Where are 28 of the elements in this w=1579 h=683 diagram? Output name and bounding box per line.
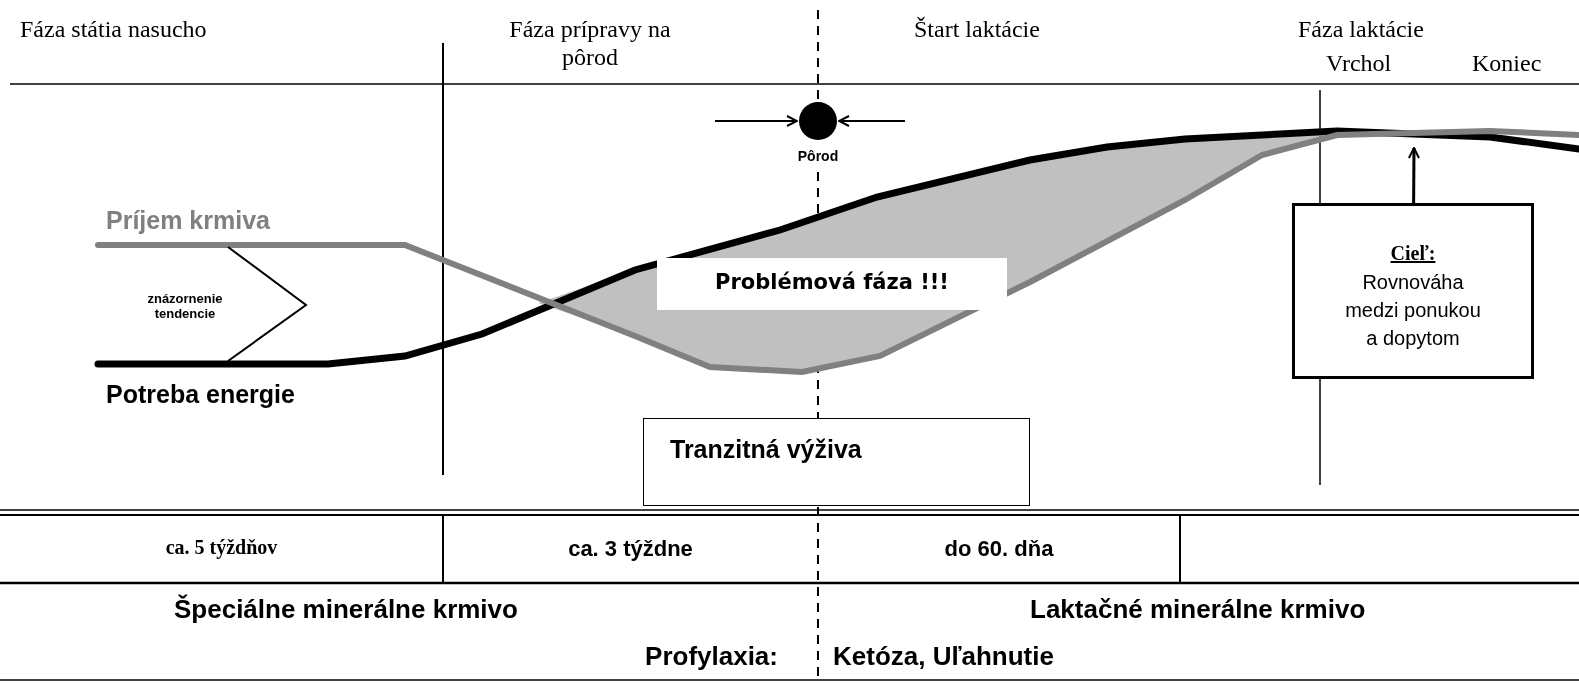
label: Koniec — [1472, 50, 1542, 78]
label: znázornenie tendencie — [146, 292, 224, 322]
goal-heading: Cieľ: — [1389, 242, 1437, 265]
arrow — [838, 115, 906, 127]
label: Potreba energie — [106, 380, 295, 409]
label: Ketóza, Uľahnutie — [833, 642, 1054, 672]
goal-box — [1292, 203, 1534, 379]
label: Fáza prípravy na pôrod — [508, 16, 672, 72]
highlight-label — [657, 258, 1007, 310]
goal-text: Rovnováha medzi ponukou a dopytom — [1344, 270, 1482, 351]
arrow — [1407, 147, 1420, 203]
label: Fáza laktácie — [1298, 16, 1424, 44]
label: Fáza státia nasucho — [20, 16, 207, 44]
text-box — [643, 418, 1030, 506]
label: Profylaxia: — [644, 642, 778, 672]
label: Štart laktácie — [914, 16, 1040, 44]
label: Príjem krmiva — [106, 206, 270, 235]
label: Špeciálne minerálne krmivo — [174, 595, 518, 625]
birth-dot — [799, 102, 837, 140]
table-cell-text: do 60. dňa — [943, 536, 1055, 562]
warning-text: Problémová fáza !!! — [714, 270, 950, 295]
label: Vrchol — [1326, 50, 1392, 78]
table-cell-text: ca. 3 týždne — [567, 536, 694, 562]
table-cell-text: ca. 5 týždňov — [164, 536, 279, 559]
box-text: Tranzitná výživa — [670, 435, 862, 464]
arrow — [714, 115, 798, 127]
label: Laktačné minerálne krmivo — [1030, 595, 1366, 625]
node-label: Pôrod — [796, 148, 840, 165]
